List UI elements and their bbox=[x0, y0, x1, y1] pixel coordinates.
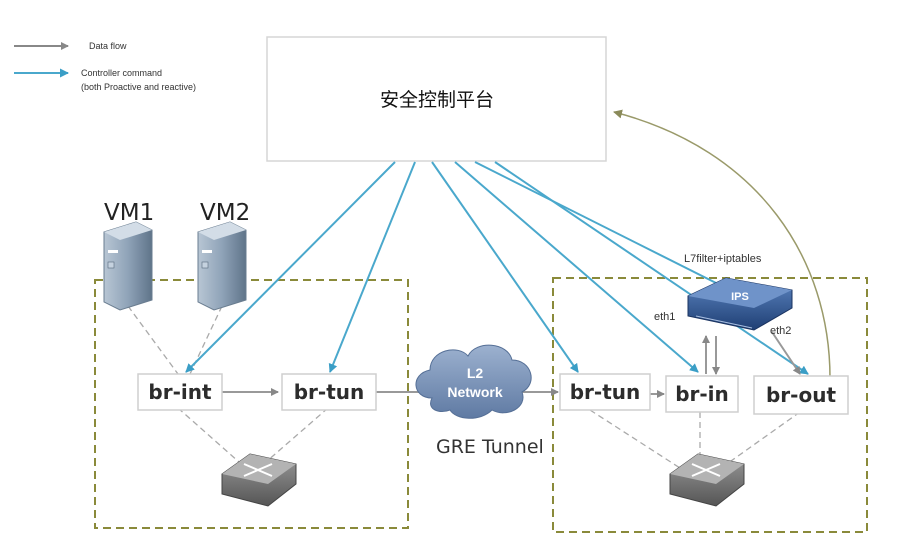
security-platform: 安全控制平台 bbox=[266, 36, 607, 162]
left-br-int-label: br-int bbox=[148, 380, 212, 404]
right-br-tun-node: br-tun bbox=[559, 373, 651, 411]
legend-data-flow-label: Data flow bbox=[89, 41, 127, 51]
security-platform-title: 安全控制平台 bbox=[380, 89, 494, 111]
security-platform-box bbox=[266, 36, 607, 162]
vm1-server-icon bbox=[103, 221, 153, 311]
eth2-label: eth2 bbox=[770, 325, 791, 337]
gre-tunnel-label: GRE Tunnel bbox=[436, 436, 544, 458]
right-br-out-label: br-out bbox=[766, 383, 836, 407]
network-label-l2: L2 bbox=[467, 365, 484, 381]
left-br-tun-label: br-tun bbox=[294, 380, 365, 404]
legend-controller-sublabel: (both Proactive and reactive) bbox=[81, 82, 196, 92]
vm1-label: VM1 bbox=[104, 200, 154, 226]
controller-command-lines bbox=[185, 161, 809, 375]
left-switch-icon bbox=[221, 453, 297, 507]
left-host-box bbox=[94, 279, 409, 529]
return-flow-curve bbox=[613, 109, 831, 379]
legend: Data flow Controller command (both Proac… bbox=[14, 41, 196, 92]
data-flow-lines bbox=[222, 331, 801, 398]
right-br-in-node: br-in bbox=[665, 375, 739, 413]
right-br-in-label: br-in bbox=[675, 382, 729, 406]
legend-controller-label: Controller command bbox=[81, 68, 162, 78]
ips-device-icon: IPS bbox=[687, 277, 793, 331]
left-br-tun-node: br-tun bbox=[281, 373, 377, 411]
l2-network-cloud: L2 Network bbox=[415, 344, 532, 419]
network-label-network: Network bbox=[447, 384, 502, 400]
ips-caption: L7filter+iptables bbox=[684, 253, 762, 265]
vm2-label: VM2 bbox=[200, 200, 250, 226]
right-br-tun-label: br-tun bbox=[570, 380, 641, 404]
right-host-box bbox=[552, 277, 868, 533]
right-switch-icon bbox=[669, 453, 745, 507]
left-br-int-node: br-int bbox=[137, 373, 223, 411]
ips-label: IPS bbox=[731, 291, 749, 303]
vm2-server-icon bbox=[197, 221, 247, 311]
eth1-label: eth1 bbox=[654, 311, 675, 323]
right-br-out-node: br-out bbox=[753, 375, 849, 415]
right-dashed-links bbox=[589, 409, 801, 469]
